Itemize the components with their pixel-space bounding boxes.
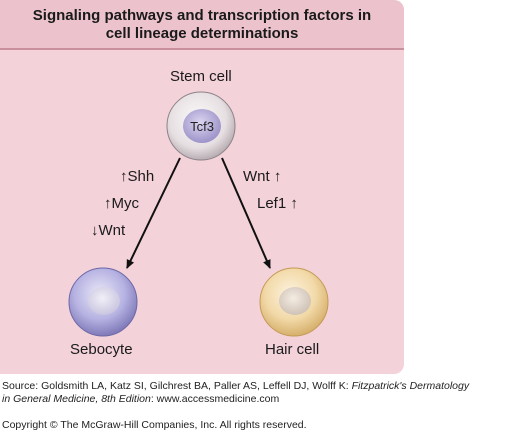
up-arrow-icon: ↑: [290, 195, 298, 212]
up-arrow-icon: ↑: [120, 168, 128, 185]
diagram-title-line-2: cell lineage determinations: [105, 25, 299, 42]
stem-cell: Tcf3: [166, 91, 236, 161]
right-factor-wnt: Wnt ↑: [243, 168, 282, 185]
sebocyte-label: Sebocyte: [70, 341, 133, 358]
up-arrow-icon: ↑: [273, 168, 282, 185]
stem-cell-label: Stem cell: [170, 68, 232, 85]
down-arrow-icon: ↓: [91, 222, 99, 239]
left-factor-wnt: ↓Wnt: [91, 222, 126, 239]
arrow-to-sebocyte: [126, 157, 181, 269]
title-divider: [0, 48, 404, 50]
right-factor-lef1: Lef1 ↑: [257, 195, 298, 212]
source-citation-line-2: in General Medicine, 8th Edition: www.ac…: [2, 393, 280, 405]
up-arrow-icon: ↑: [104, 195, 112, 212]
source-citation: Source: Goldsmith LA, Katz SI, Gilchrest…: [2, 380, 470, 392]
copyright-notice: Copyright © The McGraw-Hill Companies, I…: [2, 419, 307, 431]
title-band: [0, 0, 404, 48]
sebocyte-cell: [68, 267, 138, 337]
left-factor-shh: ↑Shh: [120, 168, 155, 185]
arrow-to-hair-cell: [221, 157, 271, 269]
stem-cell-nucleus-label: Tcf3: [190, 119, 214, 134]
left-factor-myc: ↑Myc: [104, 195, 139, 212]
diagram-panel: [0, 0, 404, 374]
hair-cell: [259, 267, 329, 337]
diagram-title-line-1: Signaling pathways and transcription fac…: [32, 7, 372, 24]
hair-cell-label: Hair cell: [265, 341, 320, 358]
